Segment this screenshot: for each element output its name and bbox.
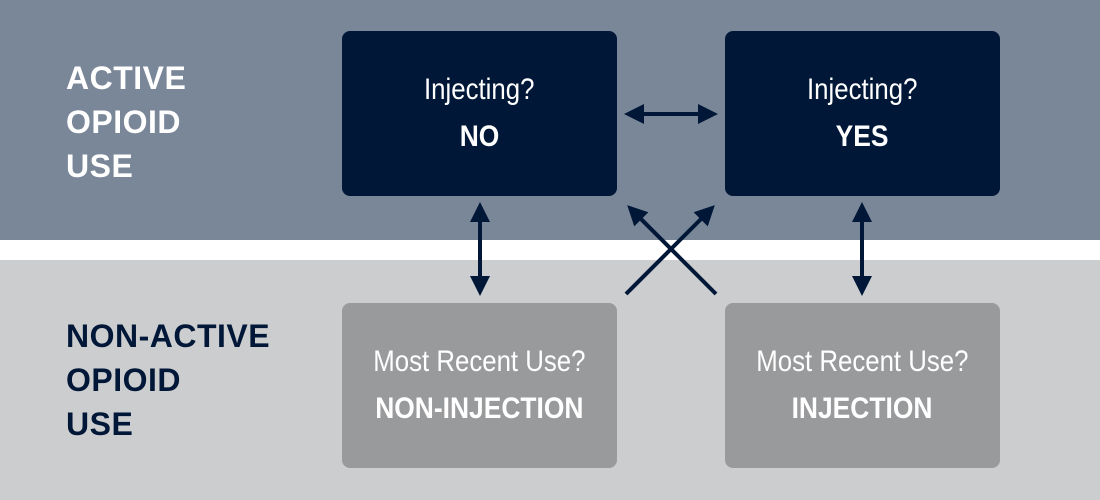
recent-use-non-injection-answer: NON-INJECTION — [375, 391, 584, 425]
injecting-yes-question: Injecting? — [807, 72, 918, 106]
injecting-yes-box: Injecting? YES — [725, 31, 1000, 196]
non-active-opioid-use-label: NON-ACTIVE OPIOID USE — [66, 314, 270, 446]
non-active-label-line-2: OPIOID — [66, 362, 182, 398]
injecting-no-question: Injecting? — [424, 72, 535, 106]
recent-use-non-injection-box: Most Recent Use? NON-INJECTION — [342, 303, 617, 468]
injecting-yes-answer: YES — [836, 119, 889, 153]
injecting-no-box: Injecting? NO — [342, 31, 617, 196]
recent-use-injection-answer: INJECTION — [792, 391, 933, 425]
active-label-line-2: OPIOID — [66, 104, 182, 140]
active-opioid-use-label: ACTIVE OPIOID USE — [66, 56, 186, 188]
injecting-no-answer: NO — [459, 119, 500, 153]
active-label-line-3: USE — [66, 148, 134, 184]
non-active-label-line-1: NON-ACTIVE — [66, 318, 271, 354]
recent-use-injection-question: Most Recent Use? — [756, 344, 969, 378]
active-label-line-1: ACTIVE — [66, 60, 187, 96]
recent-use-non-injection-question: Most Recent Use? — [373, 344, 586, 378]
recent-use-injection-box: Most Recent Use? INJECTION — [725, 303, 1000, 468]
non-active-label-line-3: USE — [66, 406, 134, 442]
